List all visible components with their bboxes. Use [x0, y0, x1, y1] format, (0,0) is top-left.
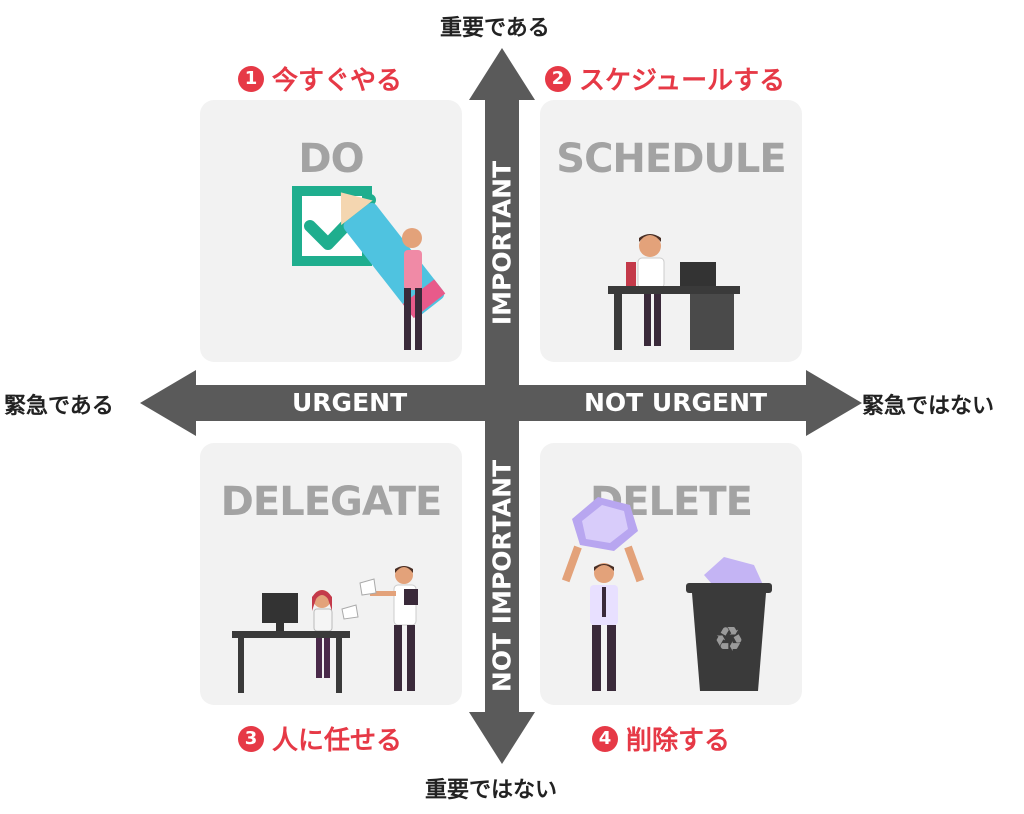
- quadrant-4-text: 削除する: [626, 726, 731, 756]
- svg-text:♻: ♻: [714, 620, 744, 660]
- not-urgent-label: NOT URGENT: [584, 388, 768, 417]
- quadrant-do: DO: [200, 100, 462, 362]
- axis-right-label: 緊急ではない: [862, 394, 995, 419]
- axis-top-label: 重要である: [440, 16, 550, 41]
- quadrant-delegate-title: DELEGATE: [220, 479, 443, 525]
- quadrant-4-number: 4: [592, 725, 618, 752]
- quadrant-schedule-title: SCHEDULE: [556, 136, 786, 182]
- not-important-label: NOT IMPORTANT: [487, 459, 517, 693]
- axis-bottom-label: 重要ではない: [425, 778, 558, 803]
- important-label: IMPORTANT: [487, 160, 517, 326]
- quadrant-delete: DELETE ♻: [540, 443, 802, 705]
- axis-left-label: 緊急である: [4, 394, 114, 419]
- delete-illustration: ♻: [561, 497, 772, 691]
- quadrant-1-label: 1 今すぐやる: [238, 60, 402, 97]
- urgent-label: URGENT: [292, 388, 408, 417]
- quadrant-2-label: 2 スケジュールする: [545, 60, 785, 97]
- quadrant-schedule: SCHEDULE: [540, 100, 802, 362]
- do-illustration: [292, 186, 446, 350]
- quadrant-4-label: 4 削除する: [592, 720, 730, 757]
- quadrant-3-number: 3: [238, 725, 264, 752]
- quadrant-2-number: 2: [545, 65, 571, 92]
- vertical-arrow: [469, 48, 535, 764]
- quadrant-delegate: DELEGATE: [200, 443, 462, 705]
- quadrant-do-title: DO: [298, 136, 364, 182]
- quadrant-3-text: 人に任せる: [272, 726, 403, 756]
- delegate-illustration: [232, 566, 418, 693]
- quadrant-1-number: 1: [238, 65, 264, 92]
- quadrant-2-text: スケジュールする: [579, 66, 786, 96]
- quadrant-1-text: 今すぐやる: [272, 66, 403, 96]
- schedule-illustration: [608, 234, 740, 350]
- quadrant-3-label: 3 人に任せる: [238, 720, 402, 757]
